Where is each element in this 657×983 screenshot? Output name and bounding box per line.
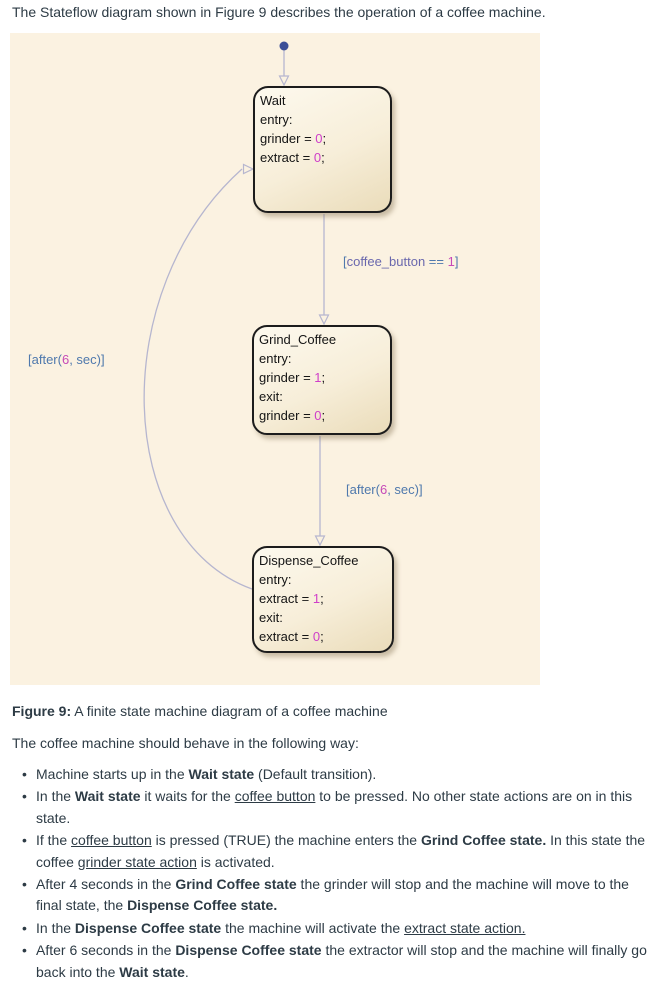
default-transition-dot	[279, 41, 289, 51]
list-item: In the Wait state it waits for the coffe…	[0, 786, 657, 829]
transition-label-coffee-button: [coffee_button == 1]	[343, 254, 459, 269]
intro-text: The Stateflow diagram shown in Figure 9 …	[12, 4, 546, 20]
behavior-bullet-list: Machine starts up in the Wait state (Def…	[0, 764, 657, 983]
transition-label-after-6-sec-left: [after(6, sec)]	[28, 352, 105, 367]
list-item: If the coffee button is pressed (TRUE) t…	[0, 830, 657, 873]
dispense-to-wait-arrowhead	[242, 163, 255, 175]
list-item: Machine starts up in the Wait state (Def…	[0, 764, 657, 786]
figure-caption: Figure 9: A finite state machine diagram…	[12, 703, 388, 719]
list-item: After 6 seconds in the Dispense Coffee s…	[0, 940, 657, 983]
transition-arrows-layer	[143, 41, 330, 590]
transition-dispense-to-wait	[143, 168, 253, 590]
list-item: In the Dispense Coffee state the machine…	[0, 918, 657, 940]
list-item: After 4 seconds in the Grind Coffee stat…	[0, 874, 657, 917]
behavior-intro: The coffee machine should behave in the …	[12, 735, 359, 751]
grind-to-dispense-arrowhead	[314, 535, 326, 547]
default-transition-arrowhead	[278, 75, 290, 87]
transition-label-after-6-sec-right: [after(6, sec)]	[346, 482, 423, 497]
wait-to-grind-arrowhead	[318, 314, 330, 326]
